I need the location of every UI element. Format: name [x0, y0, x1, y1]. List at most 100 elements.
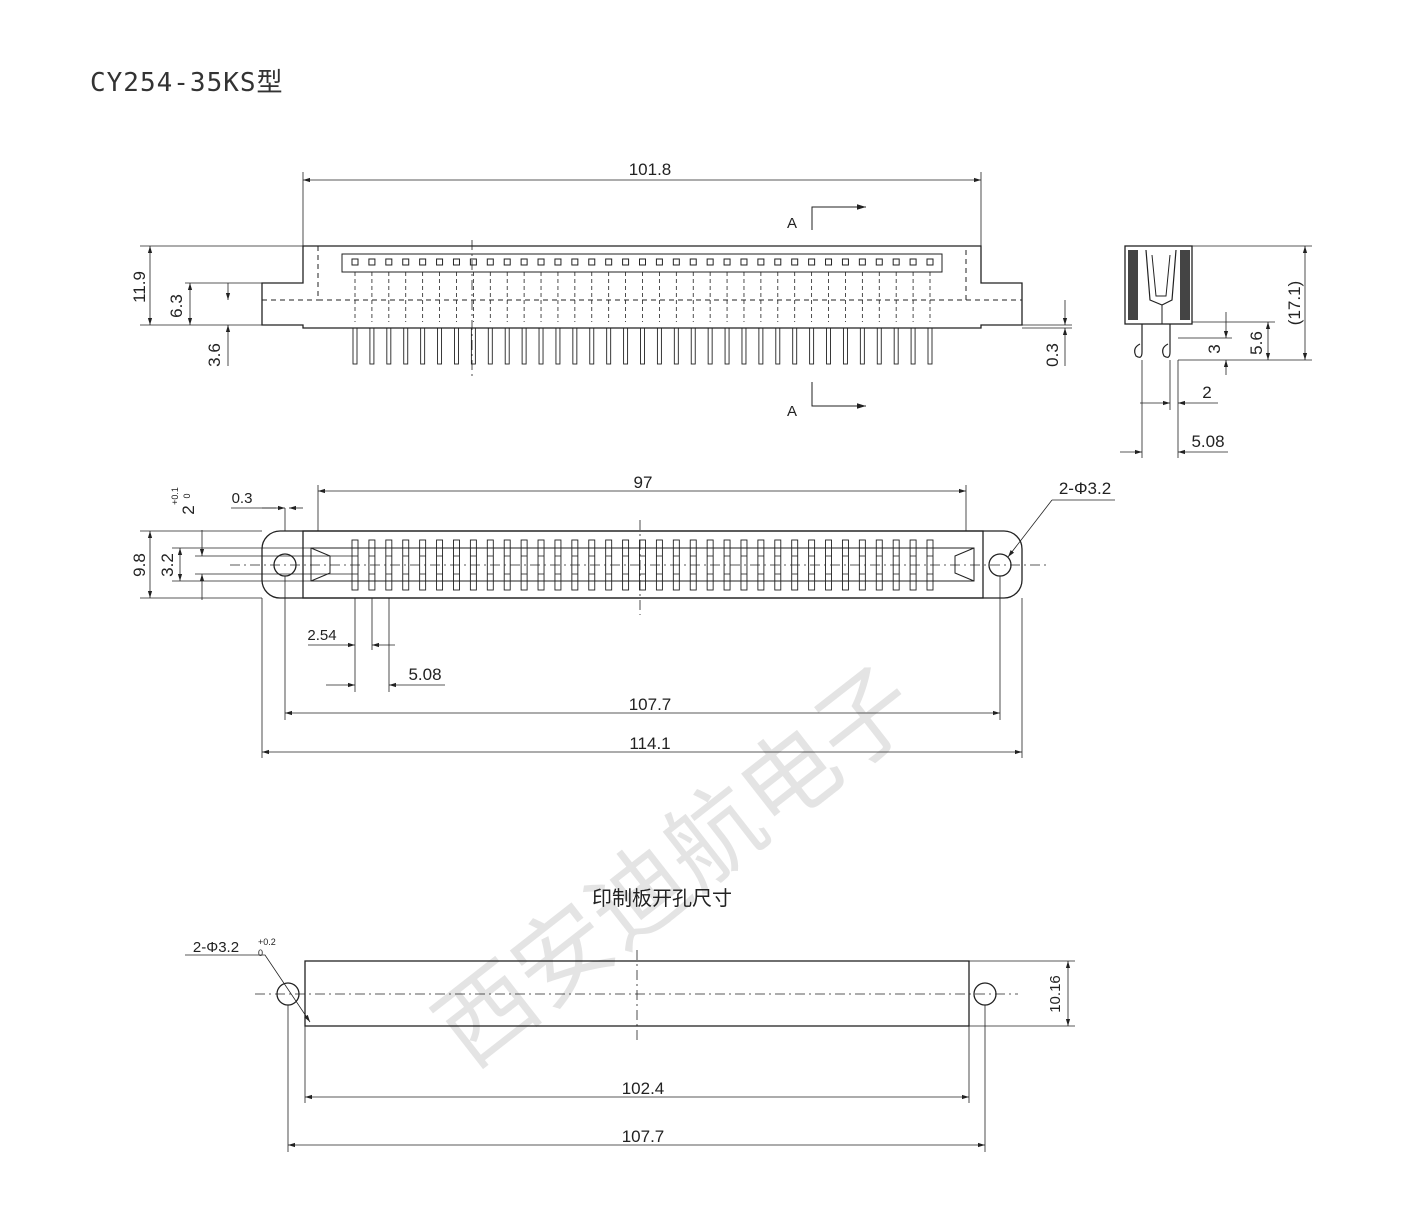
- front-pin-leg: [826, 327, 831, 365]
- front-pin-head: [909, 258, 917, 266]
- front-pin-leg: [893, 327, 899, 365]
- front-pin-head: [520, 258, 528, 266]
- front-view: [140, 172, 1072, 409]
- top-tolerance-plus: +0.1: [170, 487, 180, 505]
- front-pin-leg: [656, 327, 662, 365]
- top-body-outline: [302, 530, 984, 599]
- pcb-width-107-7: 107.7: [622, 1127, 665, 1146]
- front-pin-head: [841, 258, 849, 266]
- front-pin-leg: [758, 327, 764, 365]
- drawing-title: CY254-35KS型: [90, 68, 284, 98]
- pcb-cutout-heading: 印制板开孔尺寸: [592, 886, 732, 910]
- side-height-17-1: (17.1): [1285, 281, 1304, 325]
- front-pin-head: [825, 258, 833, 266]
- top-pin-slot: [520, 539, 528, 591]
- top-height-2: 2: [179, 505, 198, 514]
- front-pin-leg: [589, 327, 595, 365]
- section-marker-top: A: [787, 215, 797, 232]
- front-pin-head: [588, 258, 596, 266]
- side-view: [1120, 245, 1312, 458]
- side-height-3: 3: [1205, 344, 1224, 353]
- side-height-5-6: 5.6: [1247, 331, 1266, 355]
- front-pin-leg: [386, 327, 392, 365]
- front-pin-leg: [538, 327, 544, 365]
- front-pin-head: [605, 258, 613, 266]
- front-pin-head: [537, 258, 545, 266]
- top-height-9-8: 9.8: [130, 553, 149, 577]
- pcb-cutout-view: [185, 950, 1075, 1152]
- side-body-outline: [1124, 245, 1193, 325]
- front-pin-head: [639, 258, 646, 266]
- pcb-hole-label: 2-Φ3.2: [193, 939, 239, 956]
- front-pin-leg: [369, 327, 375, 365]
- front-pin-leg: [555, 327, 561, 365]
- front-height-11-9: 11.9: [130, 271, 149, 303]
- front-pin-leg: [470, 327, 476, 365]
- front-width-label: 101.8: [629, 160, 672, 179]
- watermark: 西安迪航电子: [415, 645, 938, 1088]
- front-pin-leg: [859, 327, 865, 365]
- front-pin-head: [774, 258, 782, 266]
- front-pin-leg: [623, 327, 629, 365]
- front-height-6-3: 6.3: [167, 294, 186, 318]
- pcb-tolerance-zero: 0: [258, 948, 263, 958]
- front-pin-leg: [437, 327, 443, 365]
- front-pin-head: [791, 258, 799, 266]
- front-inner-dashed: [317, 246, 967, 301]
- front-pin-head: [452, 258, 460, 266]
- front-pin-head: [486, 258, 494, 266]
- front-pin-leg: [640, 327, 645, 365]
- front-pin-leg: [876, 327, 882, 365]
- front-pin-head: [503, 258, 511, 266]
- top-pin-slot: [740, 539, 748, 591]
- front-pin-head: [469, 258, 477, 266]
- front-pin-head: [402, 258, 410, 266]
- front-pin-head: [622, 258, 630, 266]
- front-pin-head: [554, 258, 562, 266]
- front-pins: [351, 258, 934, 365]
- front-pin-leg: [707, 327, 713, 365]
- front-pin-head: [655, 258, 663, 266]
- front-body-outline: [261, 245, 1023, 329]
- front-pin-leg: [792, 327, 798, 365]
- front-pin-head: [808, 258, 816, 266]
- front-pin-leg: [741, 327, 747, 365]
- top-tolerance-zero: 0: [182, 493, 192, 498]
- front-pin-head: [368, 258, 376, 266]
- front-pin-leg: [606, 327, 612, 365]
- pcb-tolerance-plus: +0.2: [258, 937, 276, 947]
- front-pin-leg: [910, 327, 916, 365]
- front-pin-leg: [842, 327, 848, 365]
- section-marker-bottom: A: [787, 403, 797, 420]
- front-pin-head: [723, 258, 731, 266]
- top-pin-slot: [622, 539, 630, 591]
- side-width-5-08: 5.08: [1191, 432, 1224, 451]
- front-pin-head: [706, 258, 714, 266]
- front-pin-leg: [572, 327, 578, 365]
- top-pin-slot: [841, 539, 849, 591]
- front-height-0-3: 0.3: [1043, 343, 1062, 367]
- front-pin-leg: [690, 327, 696, 365]
- front-pin-head: [926, 258, 934, 266]
- front-pin-head: [757, 258, 765, 266]
- front-pin-head: [436, 258, 444, 266]
- front-pin-leg: [504, 327, 510, 365]
- front-pin-leg: [775, 327, 781, 365]
- pcb-height-10-16: 10.16: [1047, 975, 1064, 1013]
- front-pin-head: [740, 258, 748, 266]
- pcb-width-102-4: 102.4: [622, 1079, 665, 1098]
- front-pin-leg: [420, 327, 426, 365]
- front-pin-leg: [809, 327, 815, 365]
- front-pin-head: [875, 258, 883, 266]
- front-pin-leg: [673, 327, 679, 365]
- top-view: [140, 485, 1115, 758]
- front-pin-row: [341, 253, 943, 273]
- front-pin-head: [571, 258, 579, 266]
- side-contact-spring: [1145, 249, 1177, 306]
- front-pin-leg: [454, 327, 459, 365]
- front-pin-leg: [487, 327, 493, 365]
- front-pin-leg: [927, 327, 933, 365]
- top-width-97: 97: [634, 473, 653, 492]
